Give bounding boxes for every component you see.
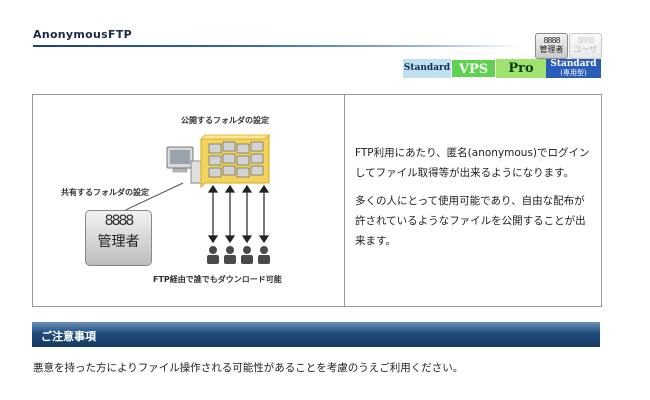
plan-standard-badge[interactable]: Standard (403, 59, 451, 78)
people-icon: 8888 (104, 213, 135, 229)
description: FTP利用にあたり、匿名(anonymous)でログインしてファイル取得等が出来… (355, 143, 595, 259)
notice-header-bar: ご注意事項 (32, 322, 600, 347)
connector-line (114, 182, 184, 216)
ftp-download-label: FTP経由で誰でもダウンロード可能 (153, 275, 282, 284)
admin-role-label: 管理者 (539, 45, 564, 54)
admin-label: 管理者 (97, 234, 140, 250)
plan-dedicated-label: Standard (550, 59, 597, 69)
notice-heading: ご注意事項 (41, 330, 96, 343)
page-title: AnonymousFTP (33, 28, 132, 41)
user-role-label: ユーザ (573, 45, 598, 54)
user-role-icon[interactable]: 8888 ユーザ (569, 33, 602, 59)
public-folder-label: 公開するフォルダの設定 (181, 116, 269, 125)
plan-dedicated-sub: (専用型) (560, 69, 587, 77)
people-icon: 8888 (577, 36, 594, 45)
people-icon: 8888 (543, 36, 560, 45)
users-icon (207, 246, 270, 264)
description-paragraph-1: FTP利用にあたり、匿名(anonymous)でログインしてファイル取得等が出来… (355, 147, 590, 179)
shared-folder-label: 共有するフォルダの設定 (61, 188, 149, 197)
plan-badges: Standard VPS Pro Standard (専用型) (403, 59, 601, 78)
description-paragraph-2: 多くの人にとって使用可能であり、自由な配布が許されているようなファイルを公開する… (355, 195, 586, 247)
file-grid-icon (208, 141, 264, 178)
box-divider (344, 95, 345, 306)
title-underline (33, 45, 523, 47)
download-arrows (207, 184, 270, 244)
plan-dedicated-badge[interactable]: Standard (専用型) (546, 59, 601, 78)
computer-icon (166, 146, 209, 184)
plan-pro-badge[interactable]: Pro (496, 59, 546, 78)
feature-box: 公開するフォルダの設定 共有するフォルダの設定 8888 管理者 FTP経由で誰… (32, 94, 602, 307)
admin-icon: 8888 管理者 (85, 210, 152, 266)
admin-role-icon[interactable]: 8888 管理者 (535, 33, 568, 59)
notice-text: 悪意を持った方によりファイル操作される可能性があることを考慮のうえご利用ください… (33, 362, 464, 374)
ftp-diagram (114, 133, 270, 264)
plan-vps-badge[interactable]: VPS (451, 59, 496, 78)
